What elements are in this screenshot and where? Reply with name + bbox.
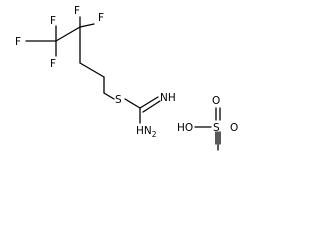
atom-oxygen: O [230, 122, 238, 134]
methanesulfonic-acid: O S O HO [177, 95, 238, 151]
nh2-h: H [136, 125, 144, 137]
pentafluoropentyl-isothiourea: F F F F F S NH HN2 [15, 5, 176, 139]
atom-fluorine: F [98, 12, 104, 24]
atom-fluorine: F [50, 15, 56, 27]
atom-oxygen: O [212, 95, 220, 107]
bond-c5-c4 [55, 26, 81, 42]
atom-hydroxyl: HO [177, 122, 193, 134]
atom-fluorine: F [15, 36, 21, 48]
atom-fluorine: F [50, 58, 56, 70]
nh2-subscript: 2 [152, 130, 157, 139]
bond-c1-s [103, 92, 115, 100]
bond-c4-f-right [79, 23, 95, 28]
atom-imine-nh: NH [160, 92, 176, 104]
bond-s-camidine [124, 98, 141, 109]
bond-camidine-nh-1 [139, 96, 159, 109]
chemical-structure-canvas: F F F F F S NH HN2 O S O HO [15, 5, 238, 151]
atom-fluorine: F [74, 5, 80, 17]
nh2-n: N [144, 125, 152, 137]
bond-c3-c2 [79, 62, 105, 78]
atom-amine-nh2: HN2 [136, 125, 157, 139]
atom-sulfur: S [115, 94, 122, 106]
atom-sulfur: S [213, 122, 220, 134]
bond-camidine-nh-2 [142, 100, 161, 113]
